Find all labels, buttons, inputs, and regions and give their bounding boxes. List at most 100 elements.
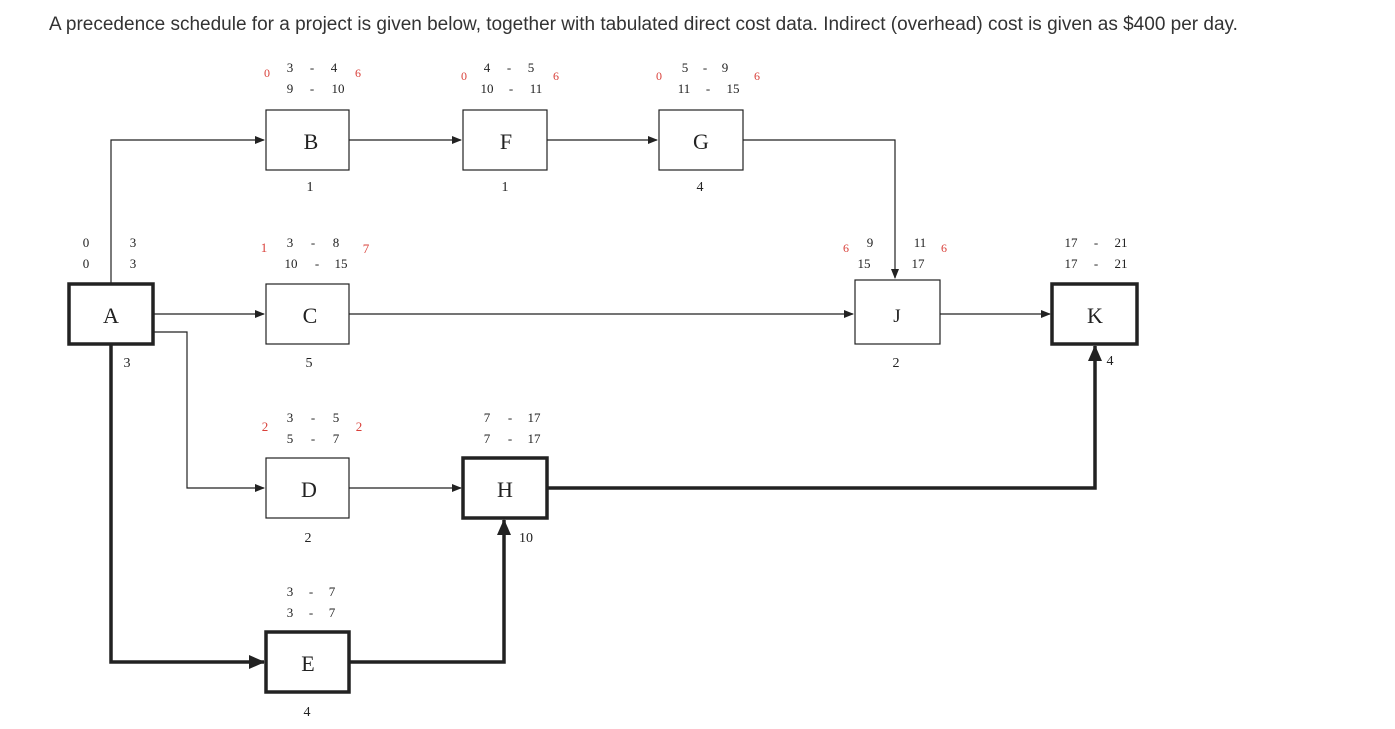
node-c-es: 3	[287, 235, 294, 250]
node-j: J 9 15 11 17 6 6 2	[843, 235, 947, 371]
node-k-lf: 21	[1115, 256, 1128, 271]
node-g-ef: 9	[722, 60, 729, 75]
node-h-ef: 17	[528, 410, 542, 425]
node-h-duration: 10	[519, 531, 533, 546]
node-g-lf: 15	[727, 81, 740, 96]
node-d-duration: 2	[305, 531, 312, 546]
node-k-label: K	[1087, 303, 1103, 328]
node-g-label: G	[693, 129, 709, 154]
node-b-es: 3	[287, 60, 294, 75]
connector-lines	[109, 136, 1102, 669]
node-b-total-float: 6	[355, 66, 361, 80]
node-c: C 3 - 8 10 - 15 1 7 5	[261, 235, 370, 371]
node-h-lf: 17	[528, 431, 542, 446]
node-k-es: 17	[1065, 235, 1079, 250]
node-f-lf: 11	[530, 81, 543, 96]
node-b-free-float: 0	[264, 66, 270, 80]
node-f-duration: 1	[502, 180, 509, 195]
node-b-duration: 1	[307, 180, 314, 195]
node-a-label: A	[103, 303, 119, 328]
node-a-lf: 3	[130, 256, 137, 271]
node-d-ef: 5	[333, 410, 340, 425]
node-b-ef: 4	[331, 60, 338, 75]
node-g-es: 5	[682, 60, 689, 75]
node-d-dash-bottom: -	[311, 431, 315, 446]
node-f-dash-top: -	[507, 60, 511, 75]
node-k-dash-bottom: -	[1094, 256, 1098, 271]
node-j-ls: 15	[858, 256, 871, 271]
edge-h-k	[547, 345, 1102, 490]
node-k: K 17 - 21 17 - 21 4	[1050, 235, 1139, 369]
node-f-es: 4	[484, 60, 491, 75]
node-h-es: 7	[484, 410, 491, 425]
node-d-total-float: 2	[356, 419, 363, 434]
node-c-dash-top: -	[311, 235, 315, 250]
node-b-dash-bottom: -	[310, 81, 314, 96]
node-h: H 7 - 17 7 - 17 10	[461, 410, 549, 546]
node-d-es: 3	[287, 410, 294, 425]
node-d: D 3 - 5 5 - 7 2 2 2	[262, 410, 363, 546]
node-g: G 5 - 9 11 - 15 0 6 4	[656, 60, 760, 195]
node-j-ef: 11	[914, 235, 927, 250]
node-a-es: 0	[83, 235, 90, 250]
node-c-dash-bottom: -	[315, 256, 319, 271]
node-c-lf: 15	[335, 256, 348, 271]
node-c-label: C	[303, 303, 318, 328]
node-f-total-float: 6	[553, 69, 559, 83]
node-e-ls: 3	[287, 605, 294, 620]
node-g-free-float: 0	[656, 69, 662, 83]
node-f: F 4 - 5 10 - 11 0 6 1	[461, 60, 559, 195]
node-c-total-float: 7	[363, 241, 370, 256]
node-e-label: E	[301, 651, 314, 676]
node-e-duration: 4	[304, 705, 311, 720]
node-h-dash-top: -	[508, 410, 512, 425]
node-d-free-float: 2	[262, 419, 269, 434]
node-h-dash-bottom: -	[508, 431, 512, 446]
intro-text: A precedence schedule for a project is g…	[49, 14, 1238, 35]
node-b-label: B	[304, 129, 319, 154]
node-k-ef: 21	[1115, 235, 1128, 250]
node-b-dash-top: -	[310, 60, 314, 75]
node-j-lf: 17	[912, 256, 926, 271]
node-a-duration: 3	[124, 356, 131, 371]
node-f-ef: 5	[528, 60, 535, 75]
node-e-dash-top: -	[309, 584, 313, 599]
node-c-ls: 10	[285, 256, 298, 271]
node-e: E 3 - 7 3 - 7 4	[264, 584, 351, 720]
node-j-total-float: 6	[941, 241, 947, 255]
edge-a-e	[109, 344, 265, 669]
node-g-duration: 4	[697, 180, 704, 195]
node-g-dash-top: -	[703, 60, 707, 75]
node-a-ef: 3	[130, 235, 137, 250]
edge-e-h	[349, 519, 511, 664]
edge-g-j	[743, 139, 899, 279]
node-f-label: F	[500, 129, 512, 154]
node-d-dash-top: -	[311, 410, 315, 425]
node-g-ls: 11	[678, 81, 691, 96]
node-j-label: J	[893, 306, 900, 327]
node-k-dash-top: -	[1094, 235, 1098, 250]
node-c-ef: 8	[333, 235, 340, 250]
node-f-ls: 10	[481, 81, 494, 96]
node-j-free-float: 6	[843, 241, 849, 255]
node-e-lf: 7	[329, 605, 336, 620]
node-c-free-float: 1	[261, 240, 268, 255]
node-b-ls: 9	[287, 81, 294, 96]
node-a-ls: 0	[83, 256, 90, 271]
node-d-label: D	[301, 477, 317, 502]
edge-a-d	[153, 331, 265, 492]
node-k-ls: 17	[1065, 256, 1079, 271]
edge-a-b	[110, 136, 265, 284]
node-d-lf: 7	[333, 431, 340, 446]
node-g-total-float: 6	[754, 69, 760, 83]
node-j-es: 9	[867, 235, 874, 250]
node-b-lf: 10	[332, 81, 345, 96]
node-h-ls: 7	[484, 431, 491, 446]
node-h-label: H	[497, 477, 513, 502]
node-g-dash-bottom: -	[706, 81, 710, 96]
node-e-ef: 7	[329, 584, 336, 599]
node-k-duration: 4	[1107, 354, 1114, 369]
node-d-ls: 5	[287, 431, 294, 446]
node-e-es: 3	[287, 584, 294, 599]
